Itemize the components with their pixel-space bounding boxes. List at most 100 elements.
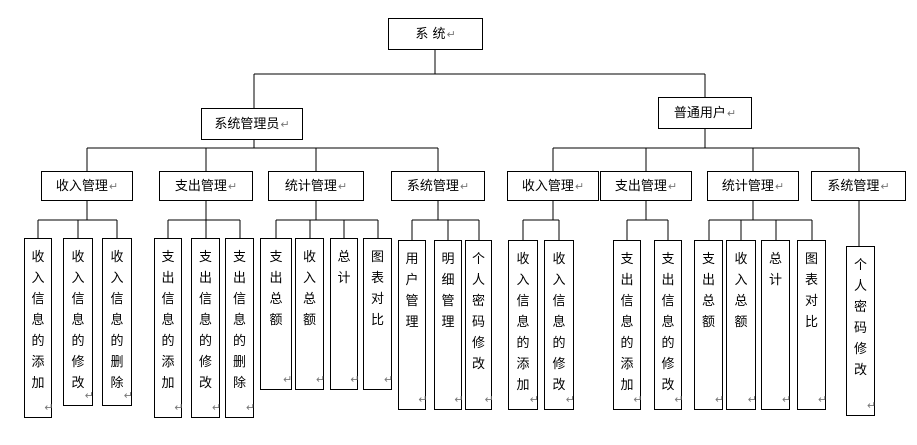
return-mark-icon: ↵ — [418, 393, 428, 406]
leaf-box-0-1-2-label: 支出信息的删除 — [232, 250, 246, 391]
return-mark-icon: ↵ — [84, 389, 94, 402]
leaf-box-0-3-0-label: 用户管理 — [405, 252, 419, 330]
return-mark-icon: ↵ — [454, 393, 464, 406]
return-mark-icon: ↵ — [44, 401, 54, 414]
leaf-box-1-3-0: 个人密码修改 ↵ — [846, 246, 877, 416]
leaf-box-0-0-1-label: 收入信息的修改 — [71, 250, 85, 391]
module-box-1-1-label: 支出管理 — [614, 178, 667, 194]
return-mark-icon: ↵ — [211, 401, 222, 414]
return-mark-icon: ↵ — [245, 401, 256, 414]
role-box-0-label: 系统管理员 — [214, 116, 280, 132]
leaf-box-1-0-0-label: 收入信息的添加 — [516, 252, 530, 393]
return-mark-icon: ↵ — [446, 27, 456, 41]
return-mark-icon: ↵ — [565, 393, 575, 406]
role-box-1: 普通用户↵ — [658, 97, 752, 129]
leaf-box-1-2-1-label: 收入总额 — [734, 252, 748, 330]
return-mark-icon: ↵ — [227, 179, 238, 193]
leaf-box-0-0-2-label: 收入信息的删除 — [110, 250, 124, 391]
return-mark-icon: ↵ — [459, 179, 470, 193]
leaf-box-0-2-3: 图表对比 ↵ — [363, 238, 394, 390]
leaf-box-1-0-0: 收入信息的添加↵ — [508, 240, 539, 410]
return-mark-icon: ↵ — [574, 179, 585, 193]
leaf-box-0-3-1: 明细管理 ↵ — [434, 240, 464, 410]
leaf-box-0-2-2: 总计 ↵ — [330, 238, 360, 390]
role-box-1-label: 普通用户 — [673, 105, 726, 121]
return-mark-icon: ↵ — [383, 373, 394, 386]
module-box-0-0: 收入管理↵ — [41, 171, 133, 201]
leaf-box-1-3-0-label: 个人密码修改 — [853, 258, 867, 378]
return-mark-icon: ↵ — [726, 106, 737, 120]
leaf-box-0-3-2-label: 个人密码修改 — [471, 252, 485, 372]
leaf-box-0-2-3-label: 图表对比 — [370, 250, 384, 328]
root-node-label: 系 统 — [415, 26, 446, 42]
leaf-box-0-0-0: 收入信息的添加 ↵ — [24, 238, 54, 418]
leaf-box-0-2-0: 支出总额 ↵ — [260, 238, 292, 390]
return-mark-icon: ↵ — [747, 393, 757, 406]
module-box-0-1-label: 支出管理 — [174, 178, 227, 194]
return-mark-icon: ↵ — [108, 179, 119, 193]
return-mark-icon: ↵ — [280, 117, 290, 131]
module-box-1-2: 统计管理↵ — [707, 171, 799, 201]
module-box-1-0-label: 收入管理 — [521, 178, 574, 194]
leaf-box-1-1-0-label: 支出信息的添加 — [620, 252, 634, 393]
module-box-1-2-label: 统计管理 — [721, 178, 774, 194]
leaf-box-1-1-1-label: 支出信息的修改 — [661, 252, 675, 393]
leaf-box-1-2-2: 总计 ↵ — [761, 240, 792, 410]
module-box-1-1: 支出管理↵ — [600, 171, 692, 201]
leaf-box-0-1-0: 支出信息的添加 ↵ — [154, 238, 184, 418]
return-mark-icon: ↵ — [714, 393, 725, 406]
module-box-0-1: 支出管理↵ — [159, 171, 253, 201]
return-mark-icon: ↵ — [633, 393, 643, 406]
return-mark-icon: ↵ — [866, 399, 877, 412]
return-mark-icon: ↵ — [350, 373, 360, 386]
leaf-box-0-0-1: 收入信息的修改↵ — [63, 238, 94, 406]
leaf-box-1-1-0: 支出信息的添加↵ — [613, 240, 643, 410]
return-mark-icon: ↵ — [774, 179, 785, 193]
leaf-box-0-1-0-label: 支出信息的添加 — [161, 250, 175, 391]
return-mark-icon: ↵ — [817, 393, 828, 406]
leaf-box-0-2-2-label: 总计 — [337, 250, 351, 286]
return-mark-icon: ↵ — [315, 373, 326, 386]
module-box-0-0-label: 收入管理 — [55, 178, 108, 194]
leaf-box-0-2-1-label: 收入总额 — [302, 250, 316, 328]
leaf-box-0-3-2: 个人密码修改 ↵ — [465, 240, 494, 410]
leaf-box-1-0-1-label: 收入信息的修改 — [552, 252, 566, 393]
leaf-box-1-0-1: 收入信息的修改↵ — [544, 240, 575, 410]
return-mark-icon: ↵ — [529, 393, 539, 406]
leaf-box-1-2-2-label: 总计 — [768, 252, 782, 288]
leaf-box-0-2-0-label: 支出总额 — [269, 250, 283, 328]
leaf-box-0-3-1-label: 明细管理 — [441, 252, 455, 330]
leaf-box-1-2-0: 支出总额 ↵ — [694, 240, 725, 410]
return-mark-icon: ↵ — [123, 389, 133, 402]
leaf-box-0-1-1: 支出信息的修改↵ — [191, 238, 222, 418]
module-box-1-3-label: 系统管理 — [827, 178, 880, 194]
module-box-0-2-label: 统计管理 — [284, 178, 337, 194]
leaf-box-0-0-2: 收入信息的删除↵ — [102, 238, 133, 406]
return-mark-icon: ↵ — [283, 373, 293, 386]
return-mark-icon: ↵ — [337, 179, 348, 193]
module-box-0-3-label: 系统管理 — [406, 178, 459, 194]
leaf-box-1-2-3-label: 图表对比 — [804, 252, 818, 330]
leaf-box-1-2-3: 图表对比 ↵ — [797, 240, 828, 410]
leaf-box-0-0-0-label: 收入信息的添加 — [31, 250, 45, 391]
leaf-box-1-1-1: 支出信息的修改↵ — [654, 240, 684, 410]
leaf-box-0-1-2: 支出信息的删除 ↵ — [225, 238, 256, 418]
return-mark-icon: ↵ — [674, 393, 684, 406]
root-node: 系 统↵ — [388, 18, 483, 50]
leaf-box-1-2-0-label: 支出总额 — [701, 252, 715, 330]
leaf-box-0-2-1: 收入总额 ↵ — [295, 238, 326, 390]
return-mark-icon: ↵ — [667, 179, 678, 193]
module-box-1-0: 收入管理↵ — [507, 171, 599, 201]
leaf-box-1-2-1: 收入总额 ↵ — [726, 240, 757, 410]
module-box-1-3: 系统管理↵ — [811, 171, 906, 201]
role-box-0: 系统管理员↵ — [201, 108, 303, 140]
return-mark-icon: ↵ — [174, 401, 184, 414]
return-mark-icon: ↵ — [781, 393, 792, 406]
return-mark-icon: ↵ — [484, 393, 494, 406]
module-box-0-3: 系统管理↵ — [391, 171, 485, 201]
module-box-0-2: 统计管理↵ — [268, 171, 364, 201]
leaf-box-0-3-0: 用户管理 ↵ — [398, 240, 428, 410]
